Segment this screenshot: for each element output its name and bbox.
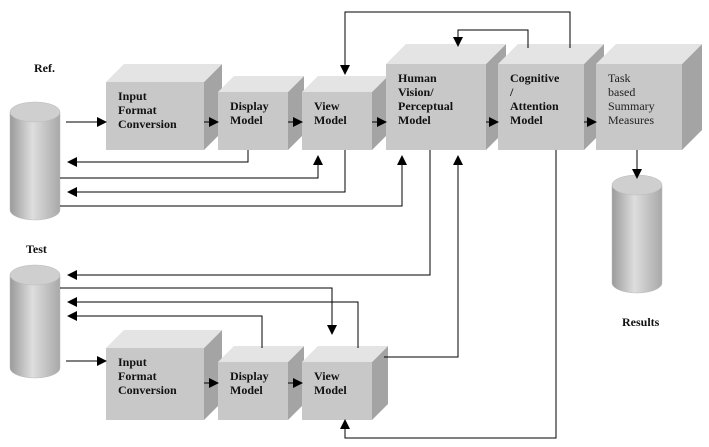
block-label-line: Human — [398, 71, 437, 85]
block-top-face — [596, 44, 702, 64]
arrow-test-view-to-human — [384, 155, 463, 358]
block-label-line: Cognitive — [510, 71, 560, 85]
block-front-face — [106, 348, 204, 420]
block-label-line: Measures — [608, 113, 654, 127]
block-front-face — [106, 82, 204, 150]
block-label-line: Perceptual — [398, 99, 454, 113]
block-label-line: Display — [230, 99, 269, 113]
block-label-line: Summary — [608, 99, 655, 113]
feedback-cognitive-to-human — [453, 29, 529, 48]
block-label-line: Model — [230, 383, 263, 397]
block-top-face — [498, 44, 604, 64]
block-side-face — [372, 346, 388, 420]
results-label: Results — [622, 315, 660, 329]
block-label-line: Format — [118, 369, 157, 383]
block-side-face — [288, 76, 304, 150]
block-front-face — [386, 64, 486, 150]
block-label-line: / — [509, 85, 514, 99]
block-top-face — [302, 76, 388, 92]
block-label-line: View — [314, 99, 340, 113]
block-label-line: Model — [510, 113, 543, 127]
block-front-face — [218, 92, 288, 150]
return-test-view-to-test — [67, 297, 359, 348]
block-front-face — [302, 362, 372, 420]
block-side-face — [682, 44, 702, 150]
block-label-line: Attention — [510, 99, 559, 113]
block-label-line: Input — [118, 89, 147, 103]
block-label-line: Vision/ — [398, 85, 434, 99]
arrow-test-to-test-view — [60, 287, 337, 335]
block-front-face — [302, 92, 372, 150]
block-label-line: Conversion — [118, 383, 177, 397]
connector-wires — [60, 11, 642, 439]
model-blocks: InputFormatConversionDisplayModelViewMod… — [106, 44, 702, 420]
return-human-to-test — [67, 150, 431, 280]
feedback-cognitive-to-test-view — [340, 150, 557, 439]
block-label-line: based — [608, 85, 635, 99]
block-side-face — [372, 76, 388, 150]
block-top-face — [386, 44, 506, 64]
block-label-line: Model — [314, 383, 347, 397]
block-front-face — [218, 362, 288, 420]
ref-database-cylinder — [9, 101, 61, 221]
block-top-face — [218, 76, 304, 92]
block-front-face — [498, 64, 584, 150]
block-label-line: Input — [118, 355, 147, 369]
block-label-line: Display — [230, 369, 269, 383]
arrow-ref-to-view — [60, 155, 323, 179]
block-label-line: View — [314, 369, 340, 383]
return-test-display-to-test — [67, 311, 263, 348]
results-database-cylinder — [611, 174, 663, 294]
ref-label: Ref. — [34, 61, 55, 75]
block-label-line: Model — [398, 113, 431, 127]
return-display-to-ref — [67, 150, 249, 167]
feedback-cognitive-to-view — [340, 11, 571, 75]
test-database-cylinder — [9, 264, 61, 379]
block-top-face — [106, 330, 222, 348]
block-label-line: Task — [608, 71, 631, 85]
block-side-face — [204, 330, 222, 420]
block-top-face — [218, 346, 304, 362]
block-label-line: Conversion — [118, 117, 177, 131]
block-label-line: Format — [118, 103, 157, 117]
block-top-face — [302, 346, 388, 362]
test-label: Test — [26, 242, 47, 256]
block-label-line: Model — [230, 113, 263, 127]
block-label-line: Model — [314, 113, 347, 127]
block-top-face — [106, 64, 222, 82]
block-front-face — [596, 64, 682, 150]
return-view-to-ref — [67, 150, 346, 197]
block-side-face — [204, 64, 222, 150]
arrow-ref-to-human — [60, 155, 407, 207]
